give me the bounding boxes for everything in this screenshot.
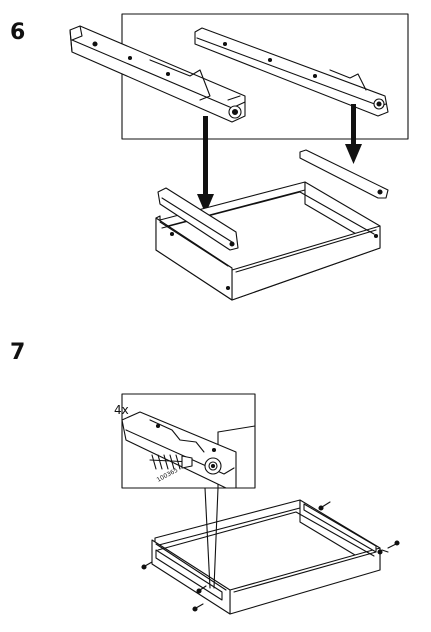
left-drawer-rail xyxy=(69,25,246,123)
down-arrow-icon xyxy=(345,104,362,164)
step-6-number: 6 xyxy=(10,20,26,45)
step-6-illustration xyxy=(69,13,409,301)
step-7-number: 7 xyxy=(10,340,26,365)
drawer-box-step-7 xyxy=(151,499,381,615)
screw-icon xyxy=(149,454,193,470)
step-7-detail-callout: 4x 100365 xyxy=(114,393,256,489)
callout-leader-line xyxy=(213,487,219,589)
right-drawer-rail xyxy=(194,27,389,117)
drawer-side-rail-right xyxy=(299,149,389,199)
drawer-box xyxy=(155,181,381,301)
screw-icon xyxy=(192,603,204,612)
screw-icon xyxy=(196,585,207,594)
drawer-side-rail-left xyxy=(157,187,239,251)
quantity-label: 4x xyxy=(114,403,129,417)
screw-icon xyxy=(318,501,331,511)
down-arrow-icon xyxy=(197,116,214,214)
screw-icon xyxy=(141,561,153,570)
screw-icon xyxy=(377,549,389,555)
step-7-illustration: 4x 100365 xyxy=(114,393,400,615)
screw-icon xyxy=(387,540,400,549)
callout-leader-line xyxy=(204,487,211,589)
